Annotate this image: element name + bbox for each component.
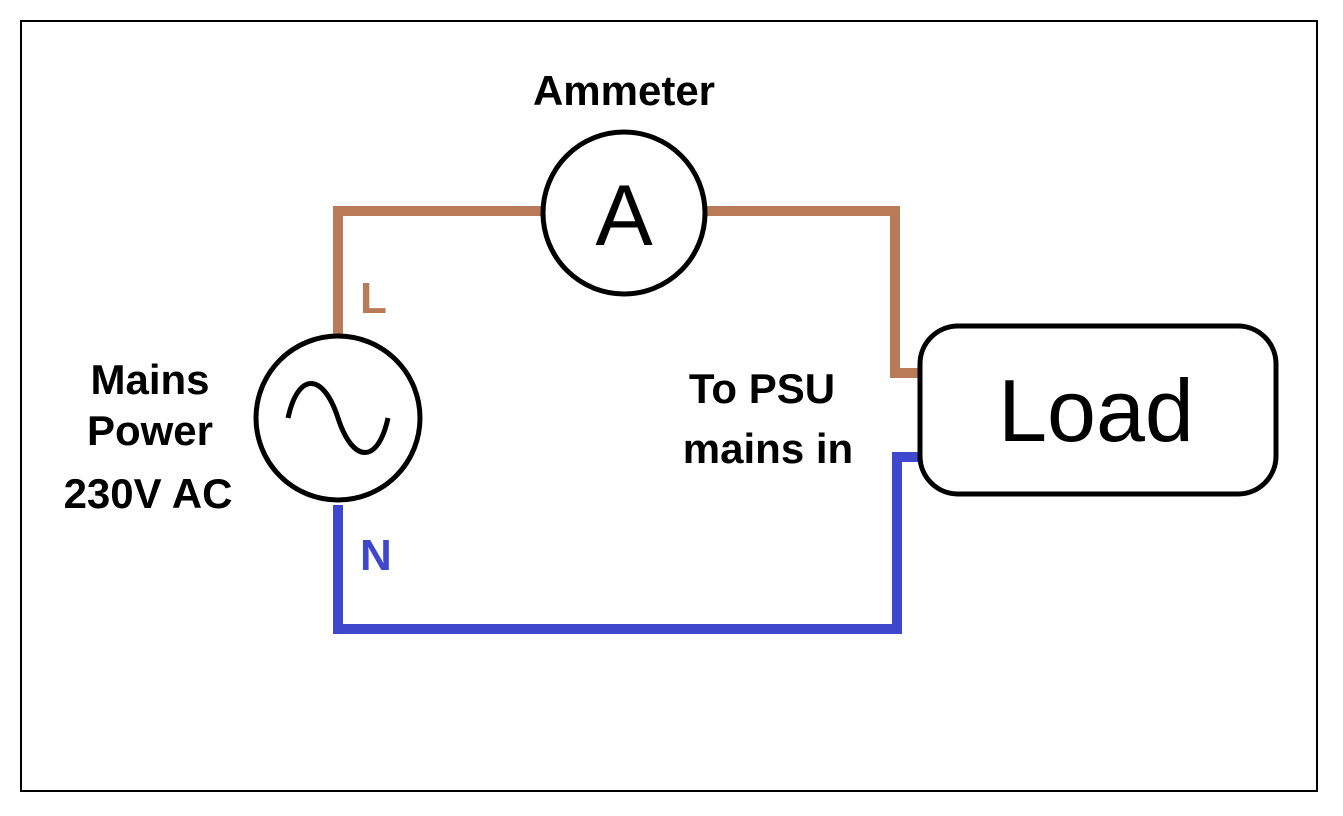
sine-wave-icon <box>285 381 391 455</box>
load-rect <box>917 323 1279 497</box>
source-label-line2: Power <box>87 407 213 454</box>
live-wire-to-load <box>705 206 925 378</box>
neutral-label: N <box>360 531 392 580</box>
load-box: Load <box>917 323 1279 497</box>
source-label-line1: Mains <box>90 356 209 403</box>
ammeter-symbol: A <box>595 168 653 264</box>
live-wire <box>333 206 545 335</box>
ammeter-label: Ammeter <box>533 67 715 114</box>
ac-source <box>253 333 423 503</box>
live-label: L <box>360 274 387 323</box>
neutral-wire <box>333 452 925 634</box>
ammeter: A <box>540 129 708 297</box>
psu-note-line1: To PSU <box>689 365 835 412</box>
psu-note-line2: mains in <box>683 425 853 472</box>
source-label-line3: 230V AC <box>64 470 233 517</box>
load-label: Load <box>998 361 1194 460</box>
ammeter-icon <box>540 129 708 297</box>
